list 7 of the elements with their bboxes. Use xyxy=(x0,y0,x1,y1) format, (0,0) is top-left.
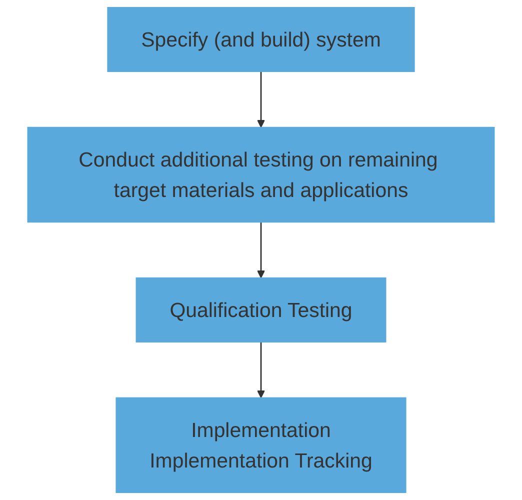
arrow xyxy=(256,342,266,398)
arrow xyxy=(256,222,266,278)
node-box: Specify (and build) system xyxy=(107,6,415,72)
node-box: Implementation Implementation Tracking xyxy=(116,397,406,494)
arrow xyxy=(256,72,266,128)
node-box: Qualification Testing xyxy=(136,277,386,342)
node-box: Conduct additional testing on remaining target materials and applications xyxy=(27,126,495,223)
